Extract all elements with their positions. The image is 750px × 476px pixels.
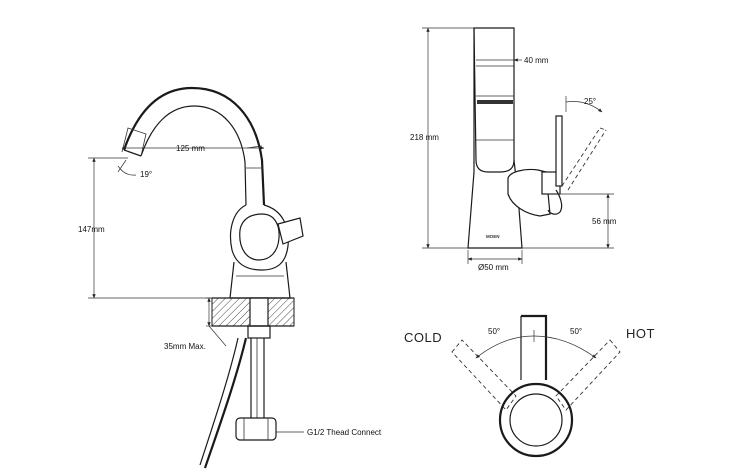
spout-width-dimension: 40 mm — [513, 56, 549, 65]
spout-angle-label: 19° — [140, 170, 152, 179]
thread-label: G1/2 Thead Connect — [307, 428, 382, 437]
handle-angle-label: 25° — [584, 97, 596, 106]
mounting-shank — [199, 325, 277, 469]
rotation-arc — [475, 330, 597, 359]
logo-text: MOEN — [486, 234, 500, 239]
thread-callout: G1/2 Thead Connect — [276, 428, 382, 437]
cold-position-handle — [451, 339, 517, 411]
spout-reach-label: 125 mm — [176, 144, 205, 153]
faucet-spout — [121, 86, 266, 206]
base-diameter-dimension: Ø50 mm — [467, 250, 523, 272]
spout-width-label: 40 mm — [524, 56, 549, 65]
top-handle — [498, 314, 574, 458]
total-height-label: 218 mm — [410, 133, 439, 142]
cold-angle-label: 50° — [488, 327, 500, 336]
hot-position-handle — [555, 339, 621, 411]
side-spout — [473, 27, 515, 173]
spout-height-dimension: 147mm — [78, 157, 212, 299]
faucet-body — [229, 204, 304, 299]
total-height-dimension: 218 mm — [410, 27, 474, 249]
side-handle — [507, 115, 607, 217]
mounting-deck — [211, 297, 295, 327]
front-view: 125 mm 19° 147mm 35mm Max. G1/2 Thead Co… — [78, 86, 382, 469]
handle-angle-dimension: 25° — [565, 96, 603, 113]
top-view: COLD HOT 50° 50° — [404, 314, 655, 458]
hot-label: HOT — [626, 326, 655, 341]
deck-thickness-dimension: 35mm Max. — [164, 297, 227, 351]
spout-reach-dimension: 125 mm — [121, 144, 265, 153]
cold-label: COLD — [404, 330, 442, 345]
spout-angle-dimension: 19° — [117, 159, 152, 179]
handle-height-dimension: 56 mm — [522, 193, 617, 249]
spout-height-label: 147mm — [78, 225, 105, 234]
hot-angle-label: 50° — [570, 327, 582, 336]
deck-thickness-label: 35mm Max. — [164, 342, 206, 351]
side-view: MOEN 25° 218 mm 40 mm — [410, 27, 617, 272]
base-diameter-label: Ø50 mm — [478, 263, 509, 272]
handle-height-label: 56 mm — [592, 217, 617, 226]
